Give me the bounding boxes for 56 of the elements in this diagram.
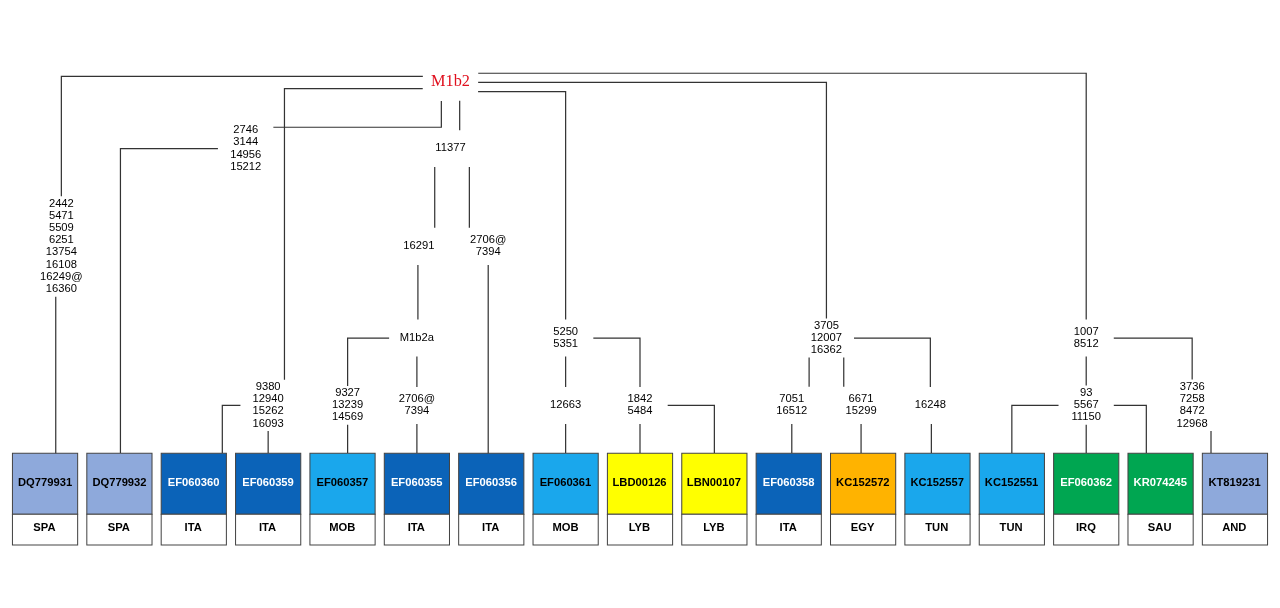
connector [853,337,931,388]
node-text: 6671 15299 [845,391,877,416]
node-text: 1842 5484 [627,391,653,416]
connector [221,404,242,454]
connector [272,99,442,128]
node-text: 3705 12007 16362 [810,318,842,355]
connector [1085,355,1087,386]
connector [459,99,461,131]
connector [416,422,418,454]
connector [791,422,793,454]
connector [860,422,862,454]
connector [477,72,1087,320]
connector [283,87,424,380]
connector [347,423,349,454]
node-text: 1007 8512 [1073,324,1099,349]
connector [639,422,641,454]
connector [808,356,810,387]
node-text: 9327 13239 14569 [332,385,364,422]
node-text: 2706@ 7394 [398,391,436,416]
node-text: 2442 5471 5509 6251 13754 16108 16249@ 16360 [40,196,83,294]
connector [267,429,269,454]
connector [1085,423,1087,454]
connector [565,422,567,454]
connector [55,295,57,454]
connector [1113,404,1147,454]
connector [565,355,567,388]
node-text: 11377 [435,140,466,153]
connector [592,337,641,388]
connector [434,165,436,228]
connector [1210,429,1212,454]
node-text: 16248 [914,397,946,410]
connector [119,147,219,453]
connector [843,356,845,387]
connector [477,90,567,320]
connector [347,337,390,387]
node-text: 2706@ 7394 [470,232,507,257]
connector [416,355,418,388]
node-text: 12663 [550,397,582,410]
node-text: M1b2a [399,330,434,343]
node-text: 16291 [403,238,435,251]
connector [60,75,424,197]
connector [487,263,489,454]
connector [417,263,419,320]
node-text: M1b2 [431,70,470,90]
node-text: 3736 7258 8472 12968 [1176,379,1208,429]
connector [667,404,715,454]
connector [468,165,470,228]
connector [477,81,828,319]
connector [1113,337,1193,380]
node-text: 5250 5351 [553,324,579,349]
node-text: 93 5567 11150 [1071,385,1101,422]
connector [1011,404,1060,454]
connector [930,422,932,454]
node-text: 2746 3144 14956 15212 [230,122,262,172]
node-text: 7051 16512 [776,391,808,416]
node-text: 9380 12940 15262 16093 [252,379,284,429]
